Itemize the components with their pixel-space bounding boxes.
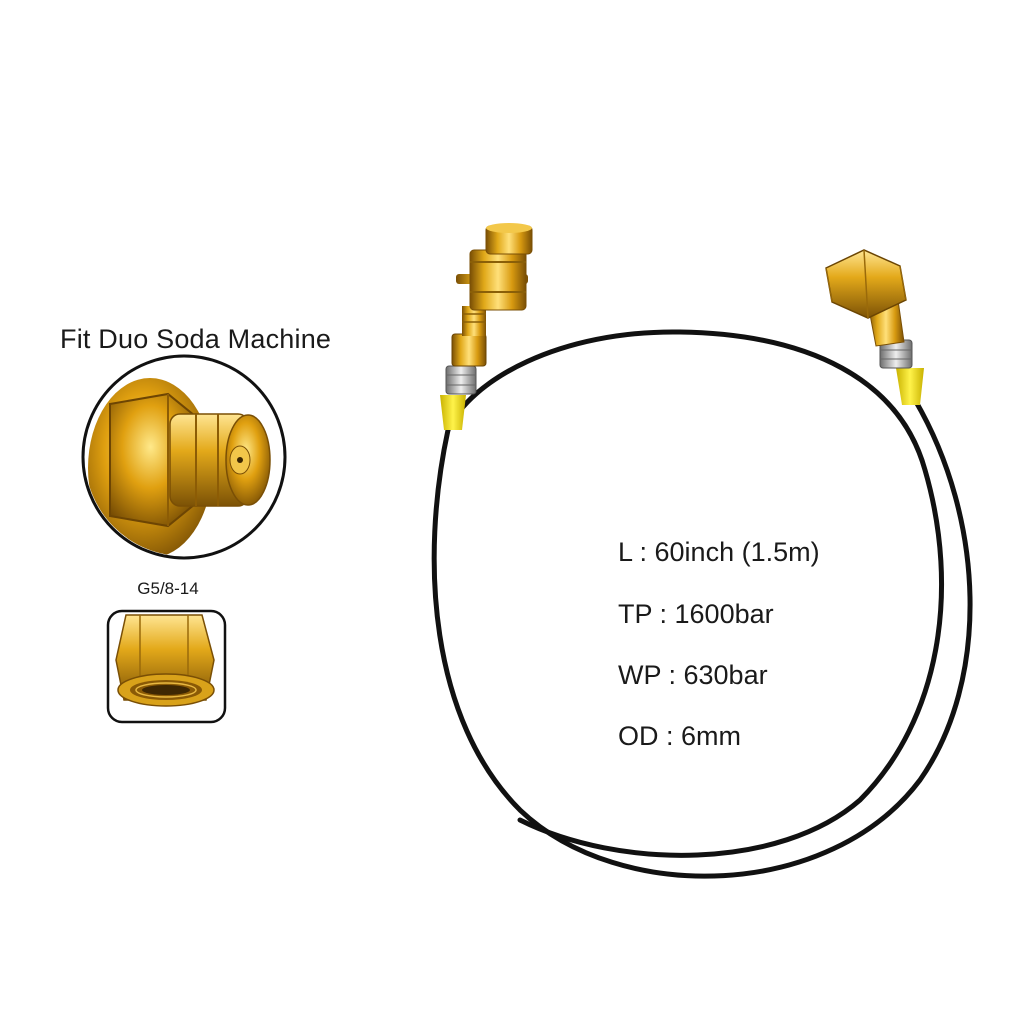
spec-test-pressure: TP : 1600bar xyxy=(618,599,774,629)
spec-outer-diameter: OD : 6mm xyxy=(618,721,742,751)
fit-caption: Fit Duo Soda Machine xyxy=(60,324,332,354)
left-fitting xyxy=(440,223,533,430)
thread-caption: G5/8-14 xyxy=(137,579,199,598)
spec-length: L : 60inch (1.5m) xyxy=(618,537,820,567)
quick-connect-closeup xyxy=(81,354,287,560)
thread-closeup xyxy=(106,609,227,724)
right-fitting xyxy=(825,249,924,405)
spec-working-pressure: WP : 630bar xyxy=(618,660,768,690)
